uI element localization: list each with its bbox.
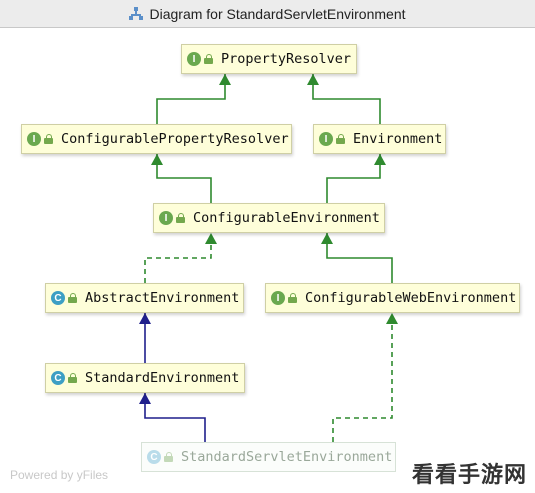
interface-icon: I	[159, 211, 173, 225]
edge-configurable-property-resolver-to-property-resolver	[156, 74, 226, 124]
node-label: StandardServletEnvironment	[181, 449, 393, 465]
diagram-canvas[interactable]: I PropertyResolver I ConfigurablePropert…	[0, 28, 535, 493]
arrowhead	[205, 233, 217, 244]
edge-configurable-web-environment-to-configurable-environment	[326, 233, 393, 283]
node-configurable-property-resolver[interactable]: I ConfigurablePropertyResolver	[21, 124, 292, 154]
edge-abstract-environment-to-configurable-environment	[144, 233, 212, 283]
lock-icon	[164, 452, 173, 462]
edge-standard-servlet-environment-to-standard-environment	[144, 393, 206, 442]
node-label: Environment	[353, 131, 443, 147]
arrowhead	[307, 74, 319, 85]
powered-by-footer: Powered by yFiles	[10, 468, 109, 482]
abstract-class-icon: C	[51, 291, 65, 305]
node-configurable-environment[interactable]: I ConfigurableEnvironment	[153, 203, 385, 233]
diagram-icon	[129, 6, 144, 21]
window-title: Diagram for StandardServletEnvironment	[149, 5, 406, 22]
lock-icon	[336, 134, 345, 144]
interface-icon: I	[27, 132, 41, 146]
lock-icon	[68, 373, 77, 383]
edge-environment-to-property-resolver	[312, 74, 381, 124]
window-title-bar: Diagram for StandardServletEnvironment	[0, 0, 535, 28]
arrowhead	[374, 154, 386, 165]
node-standard-environment[interactable]: C StandardEnvironment	[45, 363, 245, 393]
lock-icon	[288, 293, 297, 303]
node-label: ConfigurableEnvironment	[193, 210, 380, 226]
node-label: StandardEnvironment	[85, 370, 240, 386]
node-abstract-environment[interactable]: C AbstractEnvironment	[45, 283, 244, 313]
arrowhead	[139, 313, 151, 324]
node-environment[interactable]: I Environment	[313, 124, 446, 154]
node-property-resolver[interactable]: I PropertyResolver	[181, 44, 357, 74]
node-label: ConfigurablePropertyResolver	[61, 131, 289, 147]
watermark-logo: 看看手游网	[411, 463, 527, 488]
node-label: ConfigurableWebEnvironment	[305, 290, 517, 306]
lock-icon	[176, 213, 185, 223]
node-label: AbstractEnvironment	[85, 290, 240, 306]
arrowhead	[139, 393, 151, 404]
lock-icon	[204, 54, 213, 64]
node-standard-servlet-environment[interactable]: C StandardServletEnvironment	[141, 442, 396, 472]
lock-icon	[68, 293, 77, 303]
inheritance-edges	[139, 74, 398, 442]
interface-icon: I	[187, 52, 201, 66]
class-icon: C	[147, 450, 161, 464]
class-icon: C	[51, 371, 65, 385]
arrowhead	[219, 74, 231, 85]
edge-standard-servlet-environment-to-configurable-web-environment	[332, 313, 393, 442]
arrowhead	[321, 233, 333, 244]
node-configurable-web-environment[interactable]: I ConfigurableWebEnvironment	[265, 283, 520, 313]
node-label: PropertyResolver	[221, 51, 352, 67]
edge-configurable-environment-to-environment	[326, 154, 381, 203]
arrowhead	[386, 313, 398, 324]
interface-icon: I	[319, 132, 333, 146]
interface-icon: I	[271, 291, 285, 305]
arrowhead	[151, 154, 163, 165]
lock-icon	[44, 134, 53, 144]
edge-configurable-environment-to-configurable-property-resolver	[156, 154, 212, 203]
